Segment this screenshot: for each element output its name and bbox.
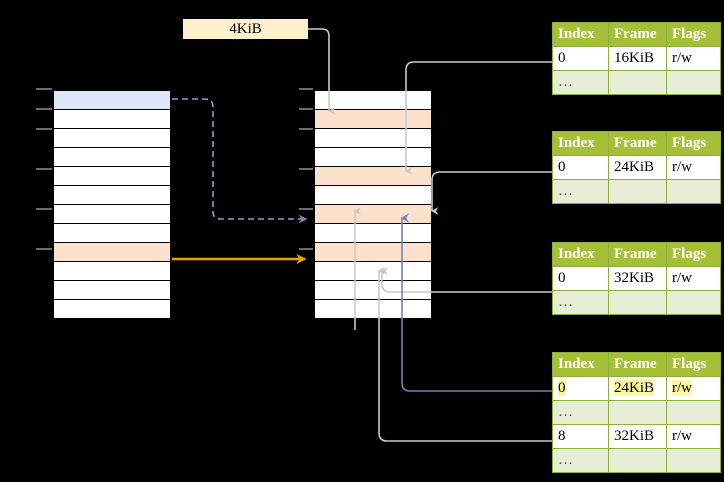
virtual-page-row-9 xyxy=(53,242,171,262)
physical-frame-row-1 xyxy=(314,90,432,110)
table-row: … xyxy=(552,448,721,473)
table-row: … xyxy=(552,400,721,425)
physical-frame-row-11 xyxy=(314,280,432,300)
wire-vmem-row1-to-pmem xyxy=(172,98,308,224)
virtual-page-row-4 xyxy=(53,147,171,167)
cell-index: … xyxy=(552,179,609,204)
cell-index: … xyxy=(552,290,609,315)
cell-index: 0 xyxy=(552,155,609,180)
cell-frame: 32KiB xyxy=(608,266,667,291)
physical-frame-row-2 xyxy=(314,109,432,129)
virtual-page-row-5 xyxy=(53,166,171,186)
physical-frame-row-8 xyxy=(314,223,432,243)
table-row: … xyxy=(552,290,721,315)
physical-frame-row-4 xyxy=(314,147,432,167)
cell-frame: 24KiB xyxy=(608,155,667,180)
physical-frame-row-12 xyxy=(314,299,432,319)
cell-frame xyxy=(608,448,667,473)
cell-flags: r/w xyxy=(666,155,721,180)
virtual-page-row-8 xyxy=(53,223,171,243)
virtual-page-row-11 xyxy=(53,280,171,300)
physical-frame-row-5 xyxy=(314,166,432,186)
cell-index: 0 xyxy=(552,46,609,71)
column-header-flags: Flags xyxy=(666,22,721,47)
physical-frame-row-9 xyxy=(314,242,432,262)
virtual-page-row-6 xyxy=(53,185,171,205)
cell-flags: r/w xyxy=(666,46,721,71)
cell-frame xyxy=(608,400,667,425)
column-header-frame: Frame xyxy=(608,242,667,267)
physical-frame-row-7 xyxy=(314,204,432,224)
physical-frame-row-10 xyxy=(314,261,432,281)
vmem-tick-marks xyxy=(36,88,52,250)
cell-flags xyxy=(666,290,721,315)
cell-index: 8 xyxy=(552,424,609,449)
cell-index: 0 xyxy=(552,376,609,401)
physical-frame-row-6 xyxy=(314,185,432,205)
cell-index: 0 xyxy=(552,266,609,291)
wire-pt2-to-pmem xyxy=(431,171,552,215)
cell-flags xyxy=(666,448,721,473)
cell-frame: 16KiB xyxy=(608,46,667,71)
physical-memory-column xyxy=(313,89,433,320)
column-header-frame: Frame xyxy=(608,22,667,47)
virtual-page-row-1 xyxy=(53,90,171,110)
virtual-page-row-12 xyxy=(53,299,171,319)
page-size-label: 4KiB xyxy=(183,19,308,39)
cell-flags: r/w xyxy=(666,424,721,449)
cell-flags xyxy=(666,70,721,95)
cell-flags: r/w xyxy=(666,266,721,291)
column-header-frame: Frame xyxy=(608,352,667,377)
table-row: … xyxy=(552,70,721,95)
virtual-memory-column xyxy=(52,89,172,320)
table-row: 0 24KiB r/w xyxy=(552,376,721,401)
virtual-page-row-10 xyxy=(53,261,171,281)
table-row: … xyxy=(552,179,721,204)
cell-frame xyxy=(608,290,667,315)
highlighted-value: 0 xyxy=(558,379,566,396)
column-header-flags: Flags xyxy=(666,352,721,377)
highlighted-value: 24KiB xyxy=(614,379,655,396)
pmem-tick-marks xyxy=(299,88,313,250)
cell-frame: 32KiB xyxy=(608,424,667,449)
cell-index: … xyxy=(552,70,609,95)
column-header-frame: Frame xyxy=(608,131,667,156)
column-header-index: Index xyxy=(552,131,609,156)
cell-flags xyxy=(666,400,721,425)
virtual-page-row-3 xyxy=(53,128,171,148)
physical-frame-row-3 xyxy=(314,128,432,148)
highlighted-value: r/w xyxy=(672,379,692,396)
cell-frame: 24KiB xyxy=(608,376,667,401)
cell-frame xyxy=(608,179,667,204)
cell-flags: r/w xyxy=(666,376,721,401)
column-header-index: Index xyxy=(552,352,609,377)
cell-frame xyxy=(608,70,667,95)
cell-index: … xyxy=(552,400,609,425)
column-header-index: Index xyxy=(552,22,609,47)
column-header-index: Index xyxy=(552,242,609,267)
cell-flags xyxy=(666,179,721,204)
cell-index: … xyxy=(552,448,609,473)
column-header-flags: Flags xyxy=(666,131,721,156)
virtual-page-row-2 xyxy=(53,109,171,129)
virtual-page-row-7 xyxy=(53,204,171,224)
column-header-flags: Flags xyxy=(666,242,721,267)
